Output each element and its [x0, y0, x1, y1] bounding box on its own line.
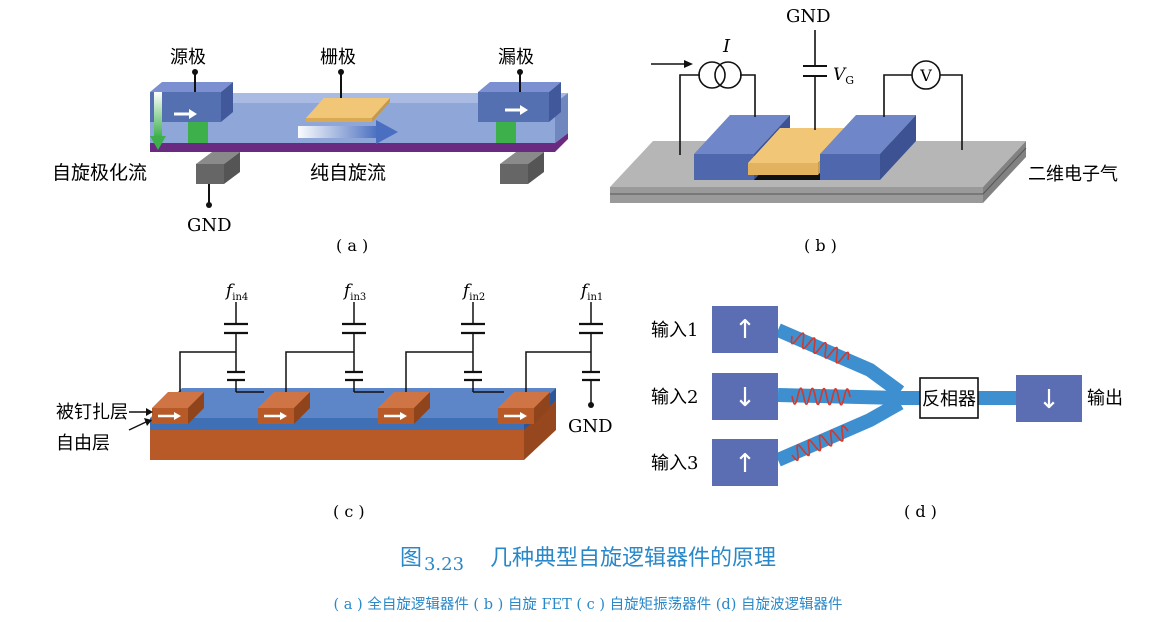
- spin-wave-icon: [791, 425, 849, 461]
- voltmeter-icon: [911, 60, 941, 90]
- current-label: I: [722, 36, 731, 57]
- output-arrow-icon: ↓: [1038, 385, 1060, 415]
- panel-c-tag: ( c ): [333, 502, 365, 521]
- gnd-label-b: GND: [786, 6, 831, 27]
- input1-arrow-icon: ↑: [734, 315, 756, 345]
- frequency-label: fin1: [579, 281, 603, 303]
- current-arrow-icon: [651, 60, 693, 68]
- substrate-front: [610, 187, 983, 203]
- figure-subcaption: ( a ) 全自旋逻辑器件 ( b ) 自旋 FET ( c ) 自旋矩振荡器件…: [333, 597, 843, 613]
- panel-d-tag: ( d ): [904, 502, 937, 521]
- panel-c: fin4 fin3 fin2 fin1 被钉扎层 自由层 GND ( c ): [56, 281, 613, 521]
- panel-a: 源极 栅极 漏极 自旋极化流 纯自旋流 GND ( a ): [52, 47, 568, 255]
- gate-voltage-sub: G: [845, 74, 854, 87]
- panel-b: V GND I VG 二维电子气 ( b ): [610, 6, 1118, 255]
- frequency-label: fin3: [342, 281, 366, 303]
- source-label: 源极: [170, 47, 206, 68]
- panel-d: ↑ ↓ ↑ ↓ 反相器 输入1 输入2 输入3 输出 ( d ): [651, 306, 1123, 521]
- pinned-pillar: [498, 392, 550, 424]
- green-magnet-left: [188, 122, 208, 143]
- input2-arrow-icon: ↓: [734, 383, 756, 413]
- pinned-layer-label: 被钉扎层: [56, 402, 128, 423]
- gnd-label-c: GND: [568, 416, 613, 437]
- spin-wave-icons: [790, 332, 851, 461]
- input3-label: 输入3: [651, 453, 698, 474]
- right-ground-block: [500, 152, 544, 184]
- spin-polarized-arrow-icon: [150, 92, 166, 150]
- pure-spin-arrow-icon: [298, 120, 398, 144]
- circuit-wires: [679, 30, 963, 155]
- input2-box: [712, 373, 778, 420]
- voltmeter-label: V: [919, 66, 932, 85]
- pinned-arrow-icon: [129, 408, 153, 416]
- gnd-label: GND: [187, 215, 232, 236]
- frequency-label: fin2: [461, 281, 485, 303]
- electron-gas-label: 二维电子气: [1028, 164, 1118, 185]
- drain-label: 漏极: [498, 47, 534, 68]
- input1-box: [712, 306, 778, 353]
- input2-label: 输入2: [651, 387, 698, 408]
- purple-underlayer: [150, 133, 568, 152]
- free-layer-top: [150, 388, 556, 418]
- free-layer-label: 自由层: [56, 433, 110, 454]
- output-label: 输出: [1087, 388, 1123, 409]
- pillar-wiring: [179, 302, 603, 408]
- input3-arrow-icon: ↑: [734, 449, 756, 479]
- spin-wave-icon: [790, 332, 850, 364]
- panel-b-tag: ( b ): [804, 236, 837, 255]
- spin-polarized-label: 自旋极化流: [52, 162, 147, 184]
- frequency-label: fin4: [224, 281, 248, 303]
- input3-box: [712, 439, 778, 486]
- svg-text:VG: VG: [833, 65, 854, 87]
- caption-prefix: 图: [399, 546, 422, 571]
- pinned-pillar: [258, 392, 310, 424]
- spin-wave-icon: [791, 387, 851, 406]
- green-magnet-right: [496, 122, 516, 143]
- free-arrow-icon: [128, 418, 152, 431]
- inverter-box: [919, 377, 979, 419]
- spin-arrow-icon: [174, 105, 528, 119]
- panel-a-tag: ( a ): [336, 236, 368, 255]
- drain-bar: [820, 115, 916, 180]
- free-layer-front: [150, 418, 524, 430]
- gate-electrode: [306, 98, 390, 118]
- gate-label: 栅极: [320, 47, 356, 68]
- fixed-base-front: [150, 428, 524, 460]
- gnd-contact: [196, 152, 240, 208]
- input1-label: 输入1: [651, 320, 698, 341]
- current-source-icon: [698, 61, 742, 89]
- pinned-pillars: [152, 392, 550, 424]
- frequency-labels: fin4 fin3 fin2 fin1: [224, 281, 603, 303]
- caption-title: 几种典型自旋逻辑器件的原理: [490, 546, 777, 571]
- pinned-pillar: [152, 392, 204, 424]
- inverter-label: 反相器: [922, 389, 976, 410]
- output-box: [1016, 375, 1082, 422]
- caption-number: 3.23: [423, 554, 465, 575]
- terminal-pins: [192, 69, 523, 98]
- gate-capacitor-icon: [803, 65, 827, 77]
- pinned-pillar: [378, 392, 430, 424]
- gate-voltage-label: V: [833, 65, 847, 85]
- pure-spin-label: 纯自旋流: [310, 162, 386, 184]
